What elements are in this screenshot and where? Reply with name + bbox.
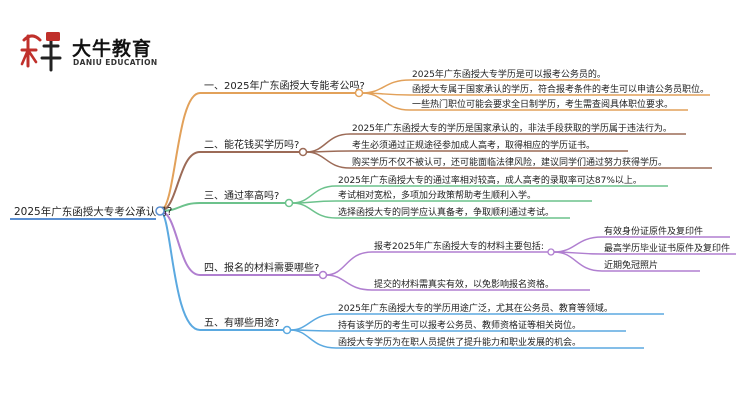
- connector-leaf-3-2: [291, 200, 592, 204]
- connector-leaf-3-3: [291, 202, 570, 219]
- leaf-5-1: 2025年广东函授大专的学历用途广泛，尤其在公务员、教育等领域。: [338, 302, 613, 314]
- leaf-3-3: 选择函授大专的同学应认真备考，争取顺利通过考试。: [338, 206, 554, 218]
- branch-handle-4[interactable]: [318, 270, 328, 280]
- connector-leaf-2-3: [305, 151, 712, 169]
- branch-label-3: 三、通过率高吗?: [204, 189, 279, 202]
- leaf-1-1: 2025年广东函授大专学历是可以报考公务员的。: [412, 68, 606, 80]
- connector-leaf-4-1: [325, 251, 548, 276]
- leaf-4-1-handle[interactable]: [547, 248, 555, 256]
- daniu-logo-icon: [20, 32, 62, 72]
- leaf-3-2: 考试相对宽松，多项加分政策帮助考生顺利入学。: [338, 189, 536, 201]
- leaf-3-1: 2025年广东函授大专的通过率相对较高，成人高考的录取率可达87%以上。: [338, 174, 642, 186]
- logo: 大牛教育 DANIU EDUCATION: [18, 28, 178, 74]
- leaf-1-3: 一些热门职位可能会要求全日制学历，考生需查阅具体职位要求。: [412, 98, 673, 110]
- leaf-2-1: 2025年广东函授大专的学历是国家承认的，非法手段获取的学历属于违法行为。: [352, 122, 672, 134]
- leaf-4-2: 提交的材料需真实有效，以免影响报名资格。: [374, 278, 554, 290]
- connector-leaf-4-2: [325, 274, 590, 291]
- connector-subleaf-3: [553, 251, 700, 272]
- connector-branch-4: [159, 210, 320, 276]
- branch-handle-5[interactable]: [282, 325, 292, 335]
- branch-label-4: 四、报名的材料需要哪些?: [204, 261, 319, 274]
- leaf-4-1: 报考2025年广东函授大专的材料主要包括:: [374, 240, 544, 252]
- branch-label-1: 一、2025年广东函授大专能考公吗?: [204, 79, 365, 92]
- connector-leaf-2-2: [305, 150, 628, 153]
- branch-label-5: 五、有哪些用途?: [204, 316, 279, 329]
- connector-leaf-5-3: [289, 329, 644, 349]
- branch-label-2: 二、能花钱买学历吗?: [204, 138, 299, 151]
- subleaf-3: 近期免冠照片: [604, 259, 658, 271]
- brand-name: 大牛教育: [72, 38, 153, 60]
- root-expand-handle[interactable]: [155, 206, 165, 216]
- branch-handle-3[interactable]: [284, 198, 294, 208]
- subleaf-2: 最高学历毕业证书原件及复印件: [604, 242, 730, 254]
- root-label: 2025年广东函授大专考公承认吗?: [14, 205, 172, 218]
- leaf-2-2: 考生必须通过正规途径参加成人高考，取得相应的学历证书。: [352, 139, 595, 151]
- branch-handle-1[interactable]: [354, 88, 364, 98]
- subleaf-1: 有效身份证原件及复印件: [604, 225, 703, 237]
- root-node: 2025年广东函授大专考公承认吗?: [10, 205, 172, 220]
- connector-branch-3: [159, 202, 286, 212]
- connector-branch-5: [159, 210, 284, 331]
- leaf-1-2: 函授大专属于国家承认的学历，符合报考条件的考生可以申请公务员职位。: [412, 83, 709, 95]
- leaf-2-3: 购买学历不仅不被认可，还可能面临法律风险，建议同学们通过努力获得学历。: [352, 156, 667, 168]
- leaf-5-3: 函授大专学历为在职人员提供了提升能力和职业发展的机会。: [338, 336, 581, 348]
- brand-name-english: DANIU EDUCATION: [73, 58, 158, 67]
- connector-branch-2: [159, 151, 300, 212]
- connector-branch-1: [159, 92, 356, 212]
- leaf-5-2: 持有该学历的考生可以报考公务员、教师资格证等相关岗位。: [338, 319, 581, 331]
- branch-handle-2[interactable]: [298, 147, 308, 157]
- connector-leaf-1-3: [361, 92, 688, 111]
